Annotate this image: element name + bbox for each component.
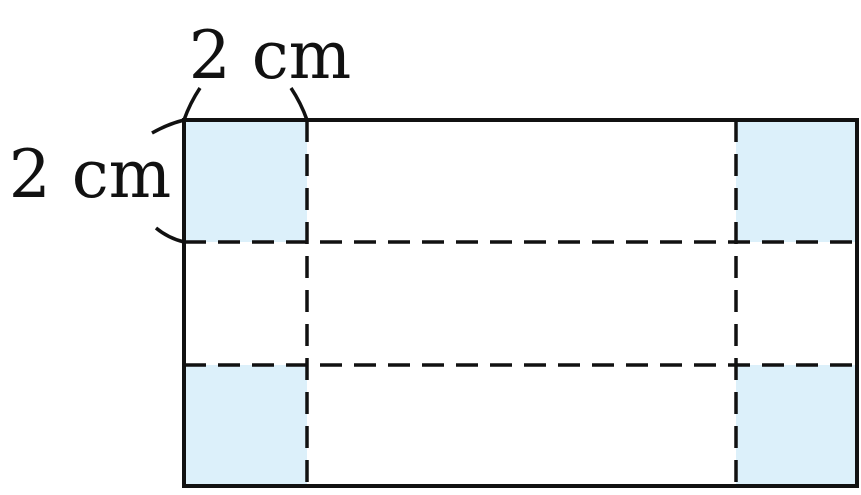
corner-square-bottom-right <box>736 365 857 486</box>
left-measure-brace <box>151 118 185 244</box>
corner-square-bottom-left <box>184 365 307 486</box>
top-measure-label: 2 cm <box>189 17 352 94</box>
sheet-outline <box>182 118 859 488</box>
corner-square-top-right <box>736 120 857 242</box>
top-measure-brace <box>182 87 309 121</box>
corner-square-top-left <box>184 120 307 242</box>
left-measure-label: 2 cm <box>9 136 172 213</box>
